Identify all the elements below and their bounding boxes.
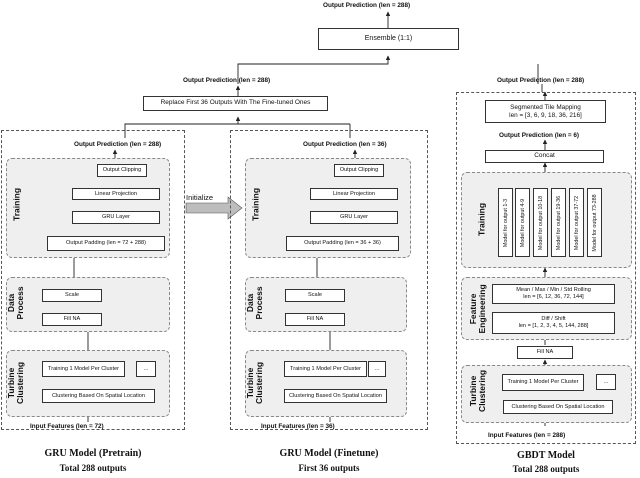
gbdt-model-5-label: Model for output 37-72 (573, 195, 580, 250)
gbdt-panel (456, 92, 636, 444)
gru-finetune-output-label: Output Prediction (len = 36) (303, 141, 387, 148)
gru-finetune-fill-na: Fill NA (285, 313, 345, 326)
gru-finetune-input-label: Input Features (len = 36) (261, 423, 335, 430)
gbdt-diff-line1: Diff / Shift (541, 316, 566, 323)
gru-pretrain-subtitle: Total 288 outputs (59, 463, 127, 473)
gbdt-top-output-label: Output Prediction (len = 288) (497, 77, 585, 84)
gbdt-title: GBDT Model (517, 450, 575, 461)
gbdt-rolling-line1: Mean / Max / Min / Std Rolling (516, 287, 591, 294)
gbdt-model-4: Model for output 19-36 (551, 188, 566, 257)
gru-pretrain-fill-na: Fill NA (42, 313, 102, 326)
gru-finetune-linear-projection: Linear Projection (310, 188, 398, 200)
gbdt-model-5: Model for output 37-72 (569, 188, 584, 257)
gru-finetune-gru-layer: GRU Layer (310, 211, 398, 224)
gru-pretrain-train-per-cluster: Training 1 Model Per Cluster (42, 361, 125, 377)
gru-pretrain-clustering-spatial: Clustering Based On Spatial Location (42, 389, 155, 403)
gru-pretrain-linear-projection: Linear Projection (72, 188, 160, 200)
gru-finetune-train-per-cluster: Training 1 Model Per Cluster (284, 361, 367, 377)
gru-finetune-panel (230, 130, 428, 430)
gru-pretrain-output-padding: Output Padding (len = 72 + 288) (47, 236, 165, 251)
gru-finetune-subtitle: First 36 outputs (298, 463, 360, 473)
gbdt-input-label: Input Features (len = 288) (488, 432, 566, 439)
gru-pretrain-clustering-label: Turbine Clustering (6, 361, 25, 404)
gbdt-model-1: Model for output 1-3 (498, 188, 513, 257)
gbdt-training-label: Training (476, 202, 487, 236)
gbdt-clustering-spatial: Clustering Based On Spatial Location (503, 400, 613, 414)
gru-finetune-scale: Scale (285, 289, 345, 302)
gru-pretrain-input-label: Input Features (len = 72) (30, 423, 104, 430)
gbdt-rolling-box: Mean / Max / Min / Std Rolling len = [6,… (492, 284, 615, 304)
gbdt-rolling-line2: len = [6, 12, 36, 72, 144] (523, 294, 584, 300)
gbdt-model-4-label: Model for output 19-36 (555, 195, 562, 250)
gbdt-segmented-mapping: Segmented Tile Mapping len = [3, 6, 9, 1… (485, 100, 606, 123)
gbdt-mid-output-label: Output Prediction (len = 6) (499, 132, 580, 139)
gru-pretrain-panel (1, 130, 185, 430)
replace-box: Replace First 36 Outputs With The Fine-t… (143, 96, 328, 111)
gbdt-fill-na: Fill NA (517, 346, 573, 359)
gru-finetune-clustering-spatial: Clustering Based On Spatial Location (284, 389, 387, 403)
gbdt-ellipsis: ... (596, 374, 616, 390)
gru-pretrain-scale: Scale (42, 289, 102, 302)
gbdt-model-3-label: Model for output 10-18 (537, 195, 544, 250)
gbdt-segmented-line1: Segmented Tile Mapping (510, 103, 581, 111)
gru-pretrain-output-label: Output Prediction (len = 288) (74, 141, 162, 148)
gru-finetune-output-clipping: Output Clipping (334, 164, 384, 177)
gbdt-segmented-line2: len = [3, 6, 9, 18, 36, 216] (509, 111, 582, 119)
gbdt-model-2-label: Model for output 4-9 (519, 198, 526, 247)
gbdt-subtitle: Total 288 outputs (512, 464, 580, 474)
gbdt-concat: Concat (485, 150, 604, 163)
gru-finetune-title: GRU Model (Finetune) (279, 448, 379, 459)
gbdt-model-2: Model for output 4-9 (515, 188, 530, 257)
gru-pretrain-data-process-label: Data Process (6, 286, 25, 320)
gbdt-feature-engineering-label: Feature Engineering (468, 284, 487, 334)
gru-finetune-ellipsis: ... (368, 361, 386, 377)
gru-pretrain-output-clipping: Output Clipping (97, 164, 147, 177)
gbdt-clustering-label: Turbine Clustering (468, 369, 487, 412)
gbdt-model-6: Model for output 73-288 (587, 188, 602, 257)
initialize-label: Initialize (186, 193, 214, 202)
gru-pretrain-gru-layer: GRU Layer (72, 211, 160, 224)
gbdt-diff-box: Diff / Shift len = [1, 2, 3, 4, 5, 144, … (492, 312, 615, 334)
initialize-arrow (185, 196, 243, 220)
gbdt-train-per-cluster: Training 1 Model Per Cluster (502, 374, 584, 391)
gbdt-model-6-label: Model for output 73-288 (591, 193, 598, 252)
gru-finetune-output-padding: Output Padding (len = 36 + 36) (286, 236, 399, 251)
gru-finetune-training-label: Training (250, 187, 261, 221)
ensemble-box: Ensemble (1:1) (318, 28, 459, 50)
gru-finetune-data-process-label: Data Process (245, 286, 264, 320)
gbdt-diff-line2: len = [1, 2, 3, 4, 5, 144, 288] (518, 323, 589, 329)
top-output-label: Output Prediction (len = 288) (323, 2, 411, 9)
gru-pretrain-training-label: Training (11, 187, 22, 221)
gru-finetune-clustering-label: Turbine Clustering (245, 361, 264, 404)
gru-pretrain-ellipsis: ... (136, 361, 156, 377)
gru-pretrain-title: GRU Model (Pretrain) (44, 448, 142, 459)
middle-output-label: Output Prediction (len = 288) (183, 77, 271, 84)
gbdt-model-3: Model for output 10-18 (533, 188, 548, 257)
gbdt-model-1-label: Model for output 1-3 (502, 198, 509, 247)
